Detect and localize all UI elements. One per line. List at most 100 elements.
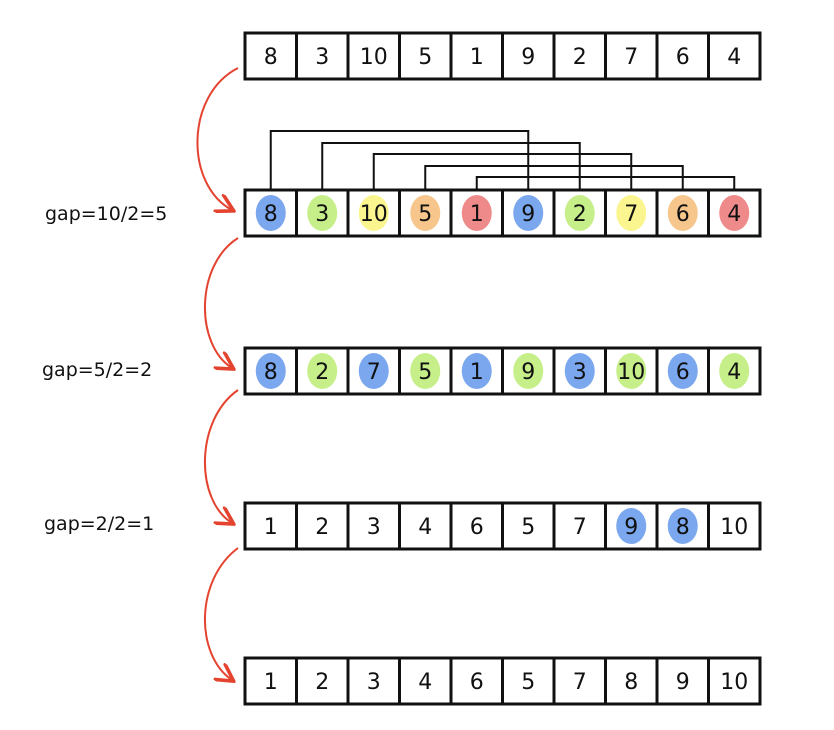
cell-highlight — [719, 353, 750, 389]
cell-highlight — [307, 195, 338, 231]
cell-value: 2 — [573, 45, 587, 70]
cell-value: 1 — [470, 360, 484, 385]
array-cell: 7 — [346, 346, 401, 396]
cell-highlight — [255, 195, 286, 231]
cell-value: 8 — [264, 360, 278, 385]
array-cell: 6 — [449, 656, 504, 706]
cell-value: 6 — [470, 670, 484, 695]
cell-value: 2 — [315, 360, 329, 385]
cell-value: 4 — [418, 670, 432, 695]
cell-value: 6 — [676, 45, 690, 70]
cell-value: 2 — [315, 670, 329, 695]
array-cell: 6 — [655, 346, 710, 396]
cell-box — [707, 656, 762, 706]
cell-highlight — [461, 353, 492, 389]
cell-box — [604, 31, 659, 81]
gap-label-step-2: gap=5/2=2 — [42, 359, 152, 381]
cell-value: 3 — [367, 515, 381, 540]
array-cell: 5 — [501, 656, 556, 706]
cell-highlight — [564, 353, 595, 389]
cell-value: 8 — [264, 202, 278, 227]
cell-value: 9 — [521, 360, 535, 385]
cell-value: 7 — [624, 202, 638, 227]
cell-value: 8 — [676, 515, 690, 540]
array-cell: 10 — [346, 31, 401, 81]
cell-highlight — [616, 508, 647, 544]
cell-value: 5 — [521, 515, 535, 540]
array-cell: 6 — [655, 31, 710, 81]
cell-value: 2 — [573, 202, 587, 227]
array-cell: 9 — [655, 656, 710, 706]
array-cell: 3 — [346, 656, 401, 706]
cell-value: 4 — [418, 515, 432, 540]
gap-pair-link — [269, 130, 530, 190]
gap-label-step-1: gap=10/2=5 — [45, 203, 167, 225]
array-cell: 3 — [346, 501, 401, 551]
cell-value: 10 — [360, 202, 388, 227]
array-cell: 5 — [501, 501, 556, 551]
gap-pair-link — [372, 153, 633, 190]
array-cell: 10 — [707, 501, 762, 551]
array-cell: 6 — [655, 188, 710, 238]
cell-value: 4 — [727, 360, 741, 385]
cell-value: 10 — [720, 670, 748, 695]
cell-value: 6 — [676, 202, 690, 227]
array-cell: 7 — [552, 656, 607, 706]
array-cell: 3 — [295, 31, 350, 81]
gap-labels: gap=10/2=5 gap=5/2=2 gap=2/2=1 — [42, 203, 167, 535]
array-cell: 2 — [295, 346, 350, 396]
cell-highlight — [616, 195, 647, 231]
array-cell: 9 — [501, 346, 556, 396]
array-cell: 5 — [398, 31, 453, 81]
step-arrow — [204, 547, 239, 680]
cell-value: 1 — [470, 202, 484, 227]
array-cell: 7 — [604, 31, 659, 81]
cell-highlight — [564, 195, 595, 231]
cell-box — [655, 656, 710, 706]
array-cell: 9 — [501, 188, 556, 238]
cell-value: 1 — [264, 515, 278, 540]
cell-box — [655, 31, 710, 81]
gap-pair-links — [269, 130, 736, 190]
cell-value: 8 — [624, 670, 638, 695]
array-cell: 10 — [604, 346, 659, 396]
cell-value: 1 — [470, 45, 484, 70]
cell-value: 10 — [720, 515, 748, 540]
cell-box — [552, 656, 607, 706]
cell-value: 5 — [521, 670, 535, 695]
cell-value: 7 — [367, 360, 381, 385]
cell-highlight — [667, 353, 698, 389]
gap-pair-link — [475, 176, 736, 190]
cell-value: 5 — [418, 45, 432, 70]
cell-box — [346, 31, 401, 81]
cell-value: 7 — [573, 670, 587, 695]
array-cell: 2 — [295, 501, 350, 551]
array-cell: 8 — [243, 346, 298, 396]
step-arrow — [204, 389, 239, 523]
cell-value: 9 — [676, 670, 690, 695]
cell-box — [346, 656, 401, 706]
cell-highlight — [307, 353, 338, 389]
cell-box — [449, 656, 504, 706]
cell-highlight — [513, 353, 544, 389]
array-cell: 4 — [398, 501, 453, 551]
array-cell: 4 — [398, 656, 453, 706]
cell-box — [501, 31, 556, 81]
cell-value: 10 — [360, 45, 388, 70]
array-cell: 8 — [243, 188, 298, 238]
cell-box — [552, 501, 607, 551]
array-cell: 1 — [243, 501, 298, 551]
gap-label-step-3: gap=2/2=1 — [44, 513, 154, 535]
array-cell: 3 — [552, 346, 607, 396]
cell-value: 9 — [521, 202, 535, 227]
array-cell: 4 — [707, 31, 762, 81]
cell-value: 3 — [367, 670, 381, 695]
array-cell: 2 — [295, 656, 350, 706]
cell-highlight — [410, 195, 441, 231]
